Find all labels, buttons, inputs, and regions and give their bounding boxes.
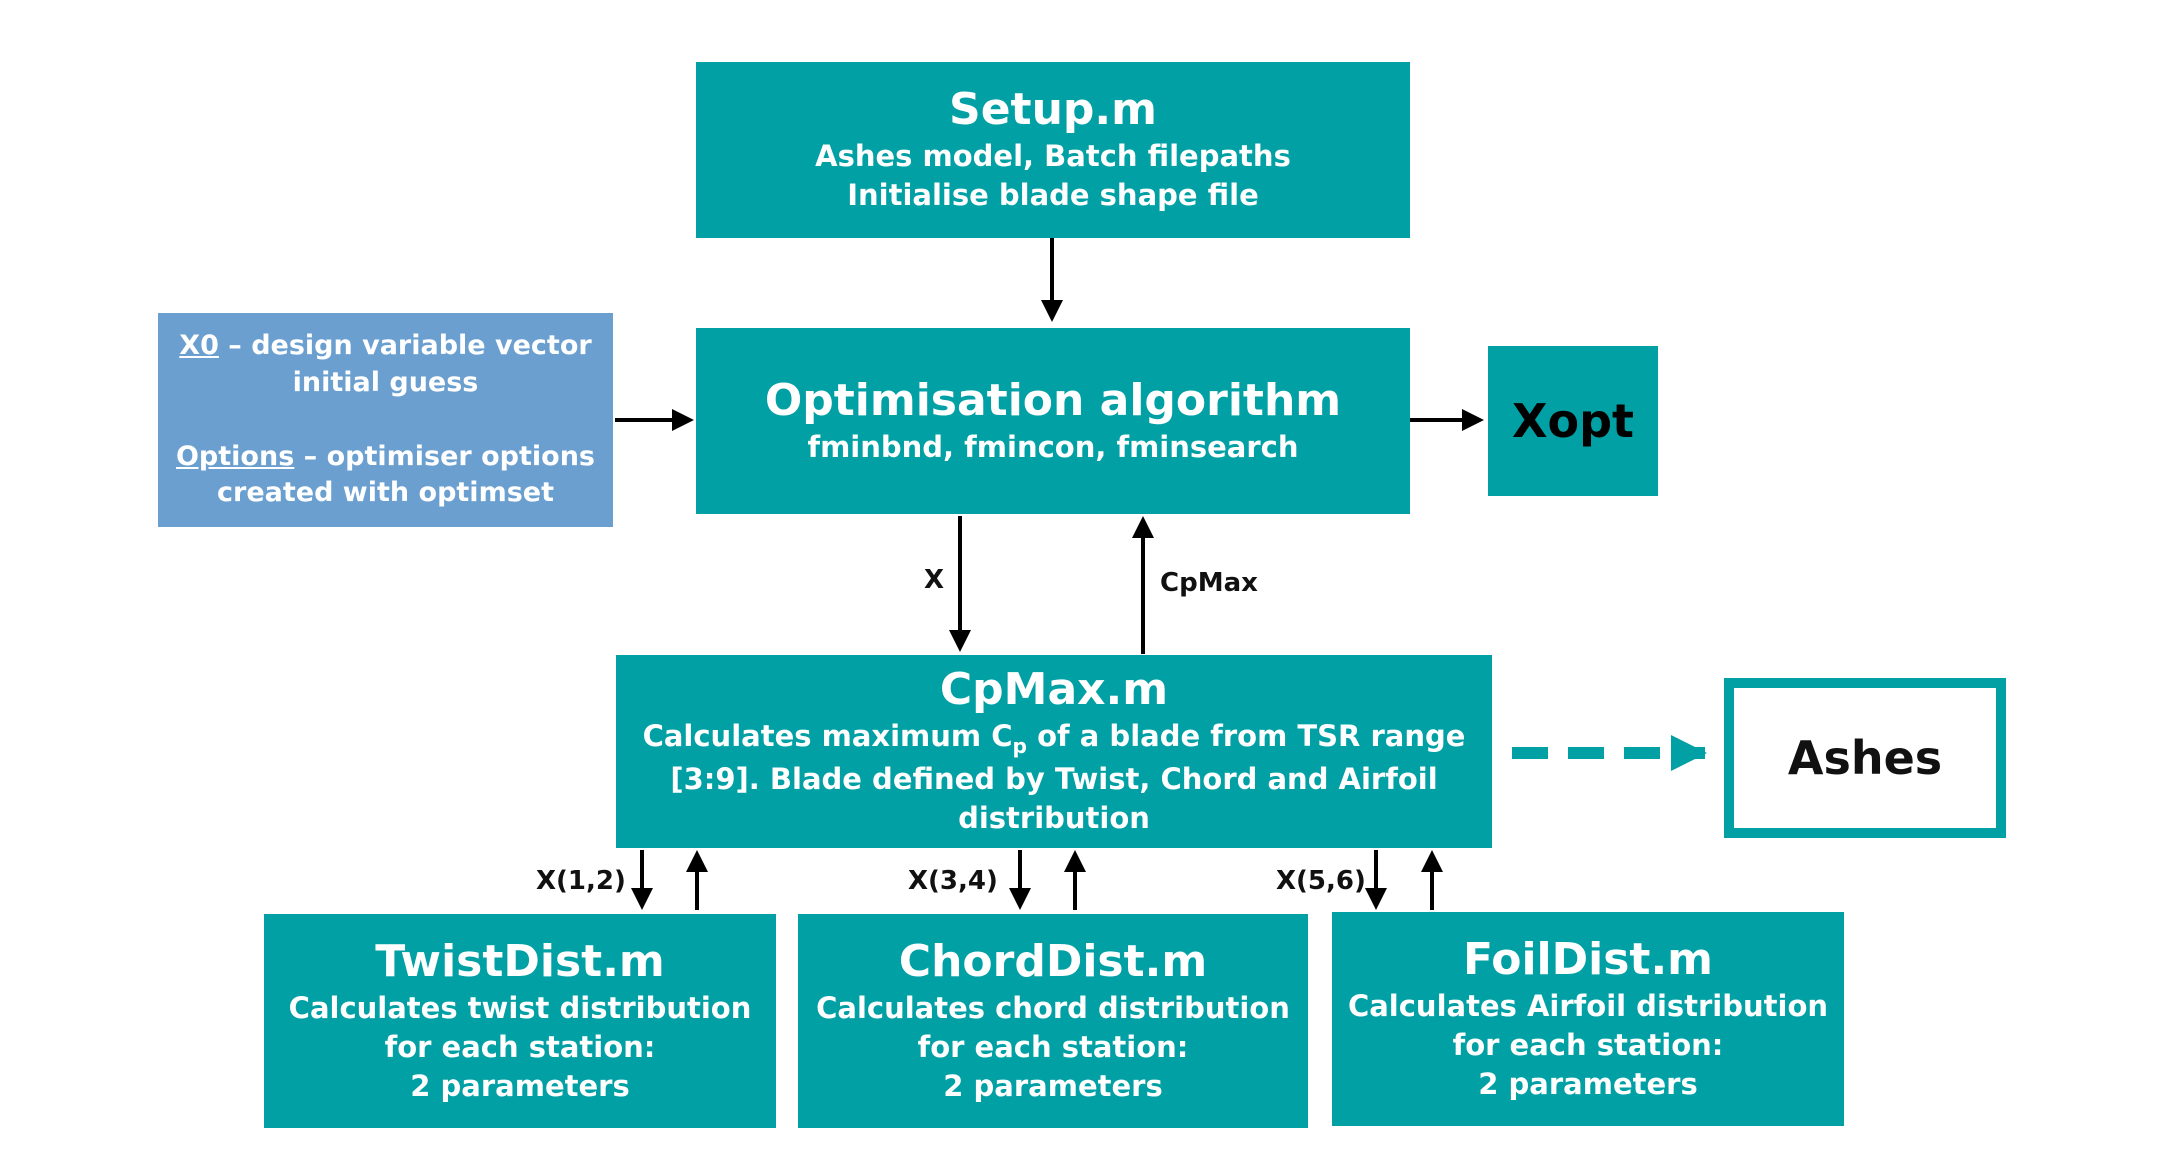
xopt-box: Xopt: [1488, 346, 1658, 496]
cpmax-line1-sub: p: [1012, 733, 1028, 758]
cpmax-line1-pre: Calculates maximum C: [642, 719, 1013, 754]
ashes-box: Ashes: [1724, 678, 2006, 838]
x0-text: – design variable vector: [218, 330, 592, 362]
options-line2: created with optimset: [217, 477, 554, 509]
chord-arrow-label: X(3,4): [908, 866, 998, 896]
twist-arrow-label: X(1,2): [536, 866, 626, 896]
twist-line3: 2 parameters: [410, 1068, 630, 1103]
optimiser-box: Optimisation algorithm fminbnd, fmincon,…: [696, 328, 1410, 514]
setup-line1: Ashes model, Batch filepaths: [815, 139, 1291, 174]
cpmax-box: CpMax.m Calculates maximum Cp of a blade…: [616, 655, 1492, 848]
cpmax-line1: Calculates maximum Cp of a blade from TS…: [643, 717, 1466, 760]
options-text: – optimiser options: [294, 441, 595, 472]
setup-box: Setup.m Ashes model, Batch filepaths Ini…: [696, 62, 1410, 238]
chord-line1: Calculates chord distribution: [816, 990, 1290, 1025]
cpmax-line3: distribution: [958, 801, 1150, 836]
cpmax-line2: [3:9]. Blade defined by Twist, Chord and…: [670, 762, 1438, 797]
twist-line2: for each station:: [384, 1029, 656, 1064]
foil-line3: 2 parameters: [1478, 1066, 1698, 1101]
twist-title: TwistDist.m: [375, 935, 665, 987]
x0-term: X0: [179, 330, 219, 362]
optimiser-subtitle: fminbnd, fmincon, fminsearch: [807, 429, 1299, 464]
x0-line2: initial guess: [292, 366, 479, 398]
cpmax-line1-post: of a blade from TSR range: [1027, 719, 1466, 754]
twist-line1: Calculates twist distribution: [288, 990, 752, 1025]
xopt-label: Xopt: [1512, 394, 1634, 448]
cpmax-arrow-label: CpMax: [1160, 568, 1258, 598]
x-arrow-label: X: [924, 565, 945, 595]
foil-arrow-label: X(5,6): [1276, 866, 1366, 896]
chord-line2: for each station:: [917, 1029, 1189, 1064]
x0-line: X0 – design variable vector: [179, 328, 591, 364]
chord-title: ChordDist.m: [898, 935, 1208, 987]
optimiser-title: Optimisation algorithm: [764, 375, 1342, 427]
setup-line2: Initialise blade shape file: [847, 178, 1259, 213]
chord-box: ChordDist.m Calculates chord distributio…: [798, 914, 1308, 1128]
setup-title: Setup.m: [949, 84, 1157, 136]
inputs-box: X0 – design variable vector initial gues…: [158, 313, 613, 527]
cpmax-title: CpMax.m: [939, 664, 1169, 716]
options-term: Options: [175, 441, 295, 472]
foil-box: FoilDist.m Calculates Airfoil distributi…: [1332, 912, 1844, 1126]
foil-line1: Calculates Airfoil distribution: [1347, 988, 1829, 1023]
chord-line3: 2 parameters: [943, 1068, 1163, 1103]
twist-box: TwistDist.m Calculates twist distributio…: [264, 914, 776, 1128]
ashes-label: Ashes: [1787, 731, 1943, 785]
foil-line2: for each station:: [1452, 1027, 1724, 1062]
foil-title: FoilDist.m: [1462, 933, 1714, 985]
options-line: Options – optimiser options: [176, 439, 595, 475]
